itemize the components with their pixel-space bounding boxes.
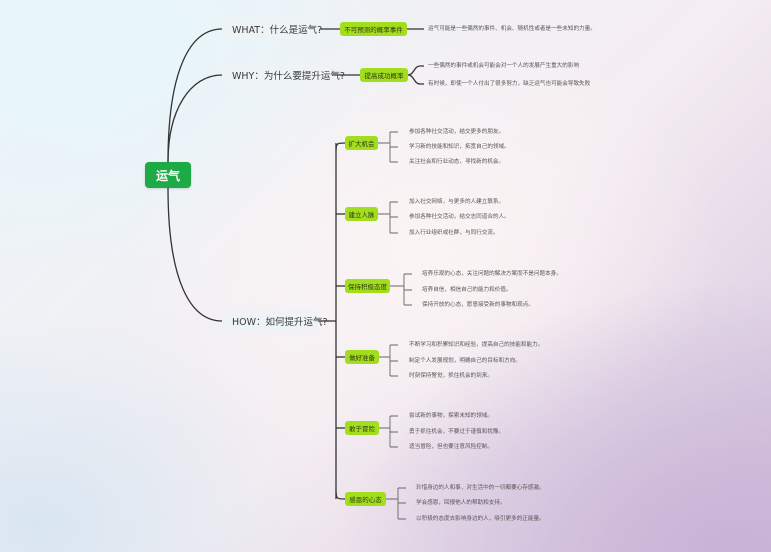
connector-root-how <box>167 187 223 322</box>
bracket-s1 <box>378 131 398 163</box>
branch-how[interactable]: HOW：如何提升运气? <box>222 310 328 332</box>
how-2-leaf-3: 加入行业组织或社群，与同行交流。 <box>409 230 499 236</box>
how-tag-6-label: 感恩的心态 <box>349 496 382 504</box>
how-5-leaf-3: 适当冒险，但也要注意风险控制。 <box>409 444 493 450</box>
how-3-leaf-1: 培养乐观的心态，关注问题的解决方案而不是问题本身。 <box>422 271 562 277</box>
how-tag-6[interactable]: 感恩的心态 <box>345 492 386 506</box>
how-tag-3-label: 保持积极态度 <box>348 283 387 291</box>
connector-why-leaf-2 <box>407 74 424 85</box>
how-tag-5[interactable]: 敢于冒险 <box>345 421 379 435</box>
how-4-leaf-2: 制定个人发展规划，明确自己的目标和方向。 <box>409 358 521 364</box>
root-label: 运气 <box>155 168 180 183</box>
how-4-leaf-1: 不断学习和积累知识和经验，提高自己的技能和能力。 <box>409 342 544 348</box>
connector-how-bottom <box>335 491 346 500</box>
how-tag-4-label: 做好准备 <box>349 354 375 362</box>
how-1-leaf-3: 关注社会和行业动态，寻找新的机会。 <box>409 159 505 165</box>
bracket-s5 <box>379 415 398 448</box>
root-node[interactable]: 运气 <box>145 162 191 188</box>
how-tag-1[interactable]: 扩大机会 <box>345 136 378 150</box>
why-tag[interactable]: 提高成功概率 <box>360 68 408 82</box>
branch-what-label: WHAT：什么是运气? <box>232 25 323 36</box>
why-leaf-2: 有时候，即使一个人付出了很多努力，缺乏运气也可能会导致失败 <box>428 81 591 87</box>
why-tag-label: 提高成功概率 <box>364 72 404 80</box>
branch-how-label: HOW：如何提升运气? <box>232 317 328 328</box>
branch-why[interactable]: WHY：为什么要提升运气? <box>222 64 345 86</box>
how-tag-2[interactable]: 建立人脉 <box>345 207 378 221</box>
bracket-s4 <box>379 344 398 377</box>
bracket-s3 <box>390 273 412 306</box>
how-tag-4[interactable]: 做好准备 <box>345 350 379 364</box>
connector-how-top <box>335 142 346 151</box>
branch-why-label: WHY：为什么要提升运气? <box>232 71 345 82</box>
how-5-leaf-2: 勇于抓住机会，不要过于谨慎和犹豫。 <box>409 429 505 435</box>
how-3-leaf-3: 保持开放的心态，愿意接受新的事物和观点。 <box>422 302 534 308</box>
how-1-leaf-1: 参加各种社交活动，结交更多的朋友。 <box>409 129 505 135</box>
what-tag[interactable]: 不可预测的概率事件 <box>340 22 407 36</box>
how-tag-5-label: 敢于冒险 <box>349 425 375 433</box>
how-5-leaf-1: 尝试新的事物，探索未知的领域。 <box>409 413 493 419</box>
how-tag-3[interactable]: 保持积极态度 <box>345 279 390 293</box>
connector-root-what <box>167 28 223 163</box>
how-3-leaf-2: 培养自信，相信自己的能力和价值。 <box>422 287 512 293</box>
how-6-leaf-3: 以积极的态度去影响身边的人，吸引更多的正能量。 <box>416 516 545 522</box>
connector-why-leaf-1 <box>407 65 424 76</box>
branch-what[interactable]: WHAT：什么是运气? <box>222 18 323 40</box>
bracket-s2 <box>378 201 398 234</box>
what-tag-label: 不可预测的概率事件 <box>344 26 403 34</box>
how-4-leaf-3: 时刻保持警觉，抓住机会的到来。 <box>409 373 493 379</box>
how-tag-1-label: 扩大机会 <box>348 140 375 148</box>
how-2-leaf-1: 加入社交网络，与更多的人建立联系。 <box>409 199 505 205</box>
how-tag-2-label: 建立人脉 <box>348 211 375 219</box>
how-2-leaf-2: 参加各种社交活动，结交志同道合的人。 <box>409 214 510 220</box>
how-6-leaf-2: 学会感恩，回报他人的帮助和支持。 <box>416 500 506 506</box>
connector-root-why <box>167 74 223 163</box>
why-leaf-1: 一些偶然的事件或机会可能会对一个人的发展产生重大的影响 <box>428 63 580 69</box>
bracket-s6 <box>386 487 406 520</box>
how-6-leaf-1: 珍惜身边的人和事，对生活中的一切都要心存感激。 <box>416 485 545 491</box>
what-leaf-1: 运气可能是一些偶然的事件、机会、随机性或者是一些未知的力量。 <box>428 26 596 32</box>
how-1-leaf-2: 学习新的技能和知识，拓宽自己的领域。 <box>409 144 510 150</box>
